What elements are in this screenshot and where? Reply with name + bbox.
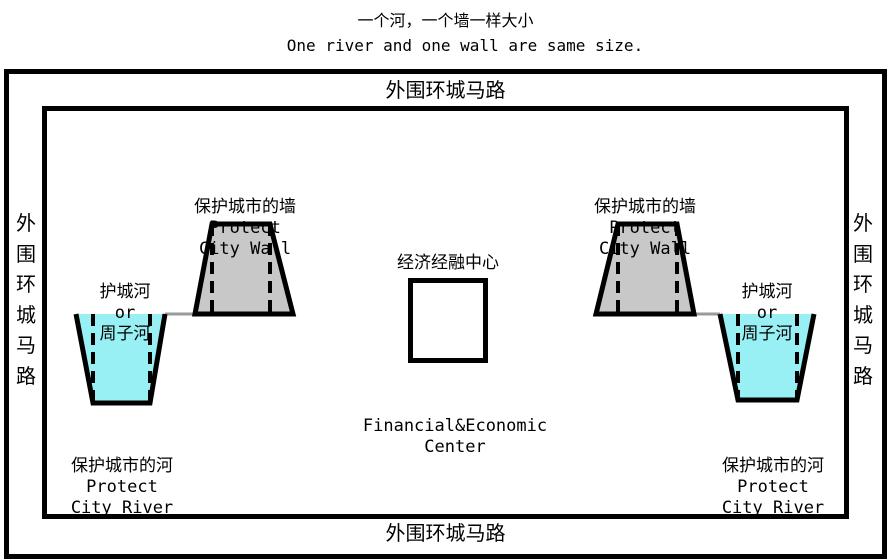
ring-road-label-bottom: 外围环城马路: [385, 521, 506, 545]
left-river-shape: [73, 313, 168, 406]
title-english: One river and one wall are same size.: [286, 36, 644, 55]
ring-road-label-left: 外围环城马路: [16, 211, 36, 388]
inner-boundary: [42, 106, 849, 519]
right-wall-shape: [592, 221, 698, 317]
ring-road-label-top: 外围环城马路: [385, 78, 506, 102]
title-chinese: 一个河，一个墙一样大小: [357, 11, 534, 30]
ring-road-label-right: 外围环城马路: [853, 211, 873, 388]
outer-boundary: [4, 69, 887, 559]
right-river-shape: [717, 313, 817, 403]
center-box: [408, 278, 488, 363]
center-label-chinese: 经济经融中心: [397, 253, 499, 273]
left-wall-shape: [191, 221, 297, 317]
